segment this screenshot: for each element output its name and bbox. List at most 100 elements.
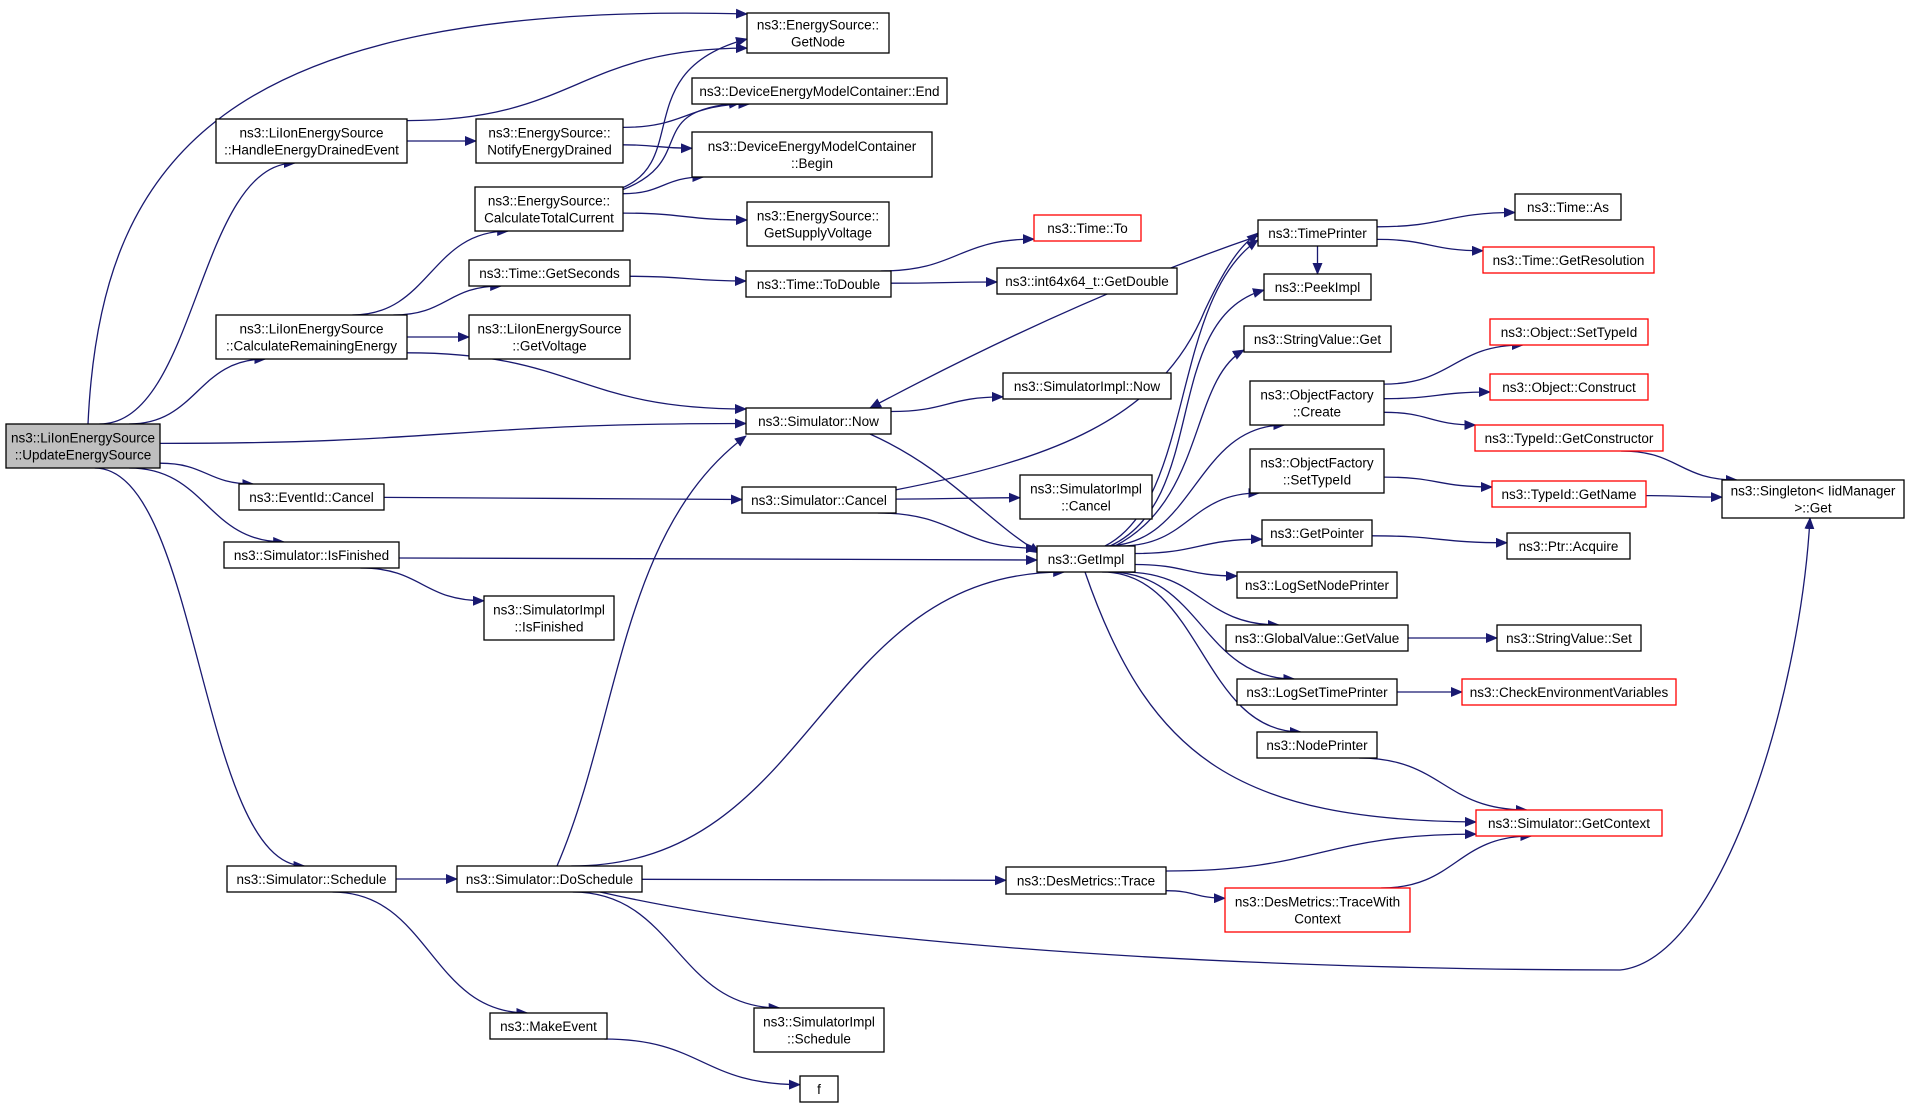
node-sim_doschedule[interactable]: ns3::Simulator::DoSchedule <box>456 865 643 893</box>
node-object_construct[interactable]: ns3::Object::Construct <box>1489 373 1649 401</box>
node-handle_energy_drained[interactable]: ns3::LiIonEnergySource::HandleEnergyDrai… <box>215 118 408 164</box>
edge-calc_remaining_energy-to-time_getseconds <box>393 281 503 316</box>
node-label-line: ns3::MakeEvent <box>500 1019 597 1034</box>
node-label-line: f <box>817 1082 821 1097</box>
node-simimpl_cancel[interactable]: ns3::SimulatorImpl::Cancel <box>1019 474 1153 520</box>
node-label-line: ::SetTypeId <box>1283 473 1351 488</box>
node-time_todouble[interactable]: ns3::Time::ToDouble <box>745 270 892 298</box>
node-sim_getcontext[interactable]: ns3::Simulator::GetContext <box>1475 809 1663 837</box>
node-simimpl_schedule[interactable]: ns3::SimulatorImpl::Schedule <box>753 1007 885 1053</box>
node-calc_total_current[interactable]: ns3::EnergySource::CalculateTotalCurrent <box>474 186 624 232</box>
node-sim_schedule[interactable]: ns3::Simulator::Schedule <box>226 865 397 893</box>
node-box <box>468 314 631 360</box>
node-globalvalue_getvalue[interactable]: ns3::GlobalValue::GetValue <box>1225 624 1409 652</box>
node-sim_now[interactable]: ns3::Simulator::Now <box>745 407 892 435</box>
node-f[interactable]: f <box>799 1075 839 1103</box>
node-demc_end[interactable]: ns3::DeviceEnergyModelContainer::End <box>691 77 948 105</box>
node-label-line: ns3::EnergySource:: <box>488 126 610 141</box>
node-update_energy_source[interactable]: ns3::LiIonEnergySource::UpdateEnergySour… <box>5 423 161 469</box>
node-es_getnode[interactable]: ns3::EnergySource::GetNode <box>746 12 890 54</box>
node-getimpl[interactable]: ns3::GetImpl <box>1036 545 1136 573</box>
node-box <box>238 483 385 511</box>
edge-desmetrics_trace-to-desmetrics_tracewith <box>1165 890 1226 904</box>
node-logsetnodeprinter[interactable]: ns3::LogSetNodePrinter <box>1236 571 1398 599</box>
node-label-line: ns3::Time::ToDouble <box>757 277 880 292</box>
edge-sim_cancel-to-getimpl <box>877 512 1038 554</box>
node-label-line: ns3::DesMetrics::TraceWith <box>1235 895 1400 910</box>
node-box <box>1489 318 1649 346</box>
node-box <box>468 259 631 287</box>
node-object_settypeid[interactable]: ns3::Object::SetTypeId <box>1489 318 1649 346</box>
node-time_to[interactable]: ns3::Time::To <box>1033 214 1142 242</box>
node-demc_begin[interactable]: ns3::DeviceEnergyModelContainer::Begin <box>691 131 933 178</box>
edge-update_energy_source-to-sim_schedule <box>94 467 306 871</box>
node-stringvalue_set[interactable]: ns3::StringValue::Set <box>1496 624 1642 652</box>
edge-sim_cancel-to-simimpl_cancel <box>895 492 1021 503</box>
node-time_getresolution[interactable]: ns3::Time::GetResolution <box>1482 246 1655 274</box>
edge-objectfactory_create-to-object_settypeid <box>1383 340 1524 385</box>
node-ptr_acquire[interactable]: ns3::Ptr::Acquire <box>1506 532 1631 560</box>
node-stringvalue_get[interactable]: ns3::StringValue::Get <box>1243 325 1392 353</box>
edge-getimpl-to-stringvalue_get <box>1114 349 1245 547</box>
node-box <box>746 201 890 247</box>
node-box <box>1002 372 1172 400</box>
node-box <box>1256 731 1378 759</box>
node-simimpl_now[interactable]: ns3::SimulatorImpl::Now <box>1002 372 1172 400</box>
node-objectfactory_create[interactable]: ns3::ObjectFactory::Create <box>1249 380 1385 426</box>
node-label-line: ns3::SimulatorImpl::Now <box>1014 379 1161 394</box>
node-label-line: ns3::Simulator::GetContext <box>1488 816 1650 831</box>
node-label-line: ns3::LiIonEnergySource <box>477 322 621 337</box>
node-sim_isfinished[interactable]: ns3::Simulator::IsFinished <box>223 541 400 569</box>
node-calc_remaining_energy[interactable]: ns3::LiIonEnergySource::CalculateRemaini… <box>215 314 408 360</box>
node-objectfactory_settypeid[interactable]: ns3::ObjectFactory::SetTypeId <box>1249 448 1385 494</box>
node-box <box>474 186 624 232</box>
node-box <box>1225 624 1409 652</box>
node-notify_energy_drained[interactable]: ns3::EnergySource::NotifyEnergyDrained <box>475 118 624 164</box>
node-timeprinter[interactable]: ns3::TimePrinter <box>1257 219 1378 247</box>
node-peekimpl[interactable]: ns3::PeekImpl <box>1263 273 1372 301</box>
edge-time_getseconds-to-time_todouble <box>629 275 747 286</box>
node-label-line: ns3::Simulator::Now <box>758 414 879 429</box>
node-box <box>996 267 1178 295</box>
node-liion_getvoltage[interactable]: ns3::LiIonEnergySource::GetVoltage <box>468 314 631 360</box>
node-time_getseconds[interactable]: ns3::Time::GetSeconds <box>468 259 631 287</box>
node-label-line: ns3::LiIonEnergySource <box>239 126 383 141</box>
edge-sim_isfinished-to-simimpl_isfinished <box>360 567 485 606</box>
node-box <box>489 1012 608 1040</box>
node-label-line: ::Cancel <box>1061 499 1111 514</box>
node-simimpl_isfinished[interactable]: ns3::SimulatorImpl::IsFinished <box>483 595 615 641</box>
node-getpointer[interactable]: ns3::GetPointer <box>1261 519 1373 547</box>
node-label-line: ns3::GetImpl <box>1048 552 1125 567</box>
node-sim_cancel[interactable]: ns3::Simulator::Cancel <box>741 486 897 514</box>
node-box <box>753 1007 885 1053</box>
edge-sim_doschedule-to-simimpl_schedule <box>572 891 781 1013</box>
node-label-line: ns3::Simulator::Schedule <box>236 872 386 887</box>
node-box <box>1475 809 1663 837</box>
node-nodeprinter[interactable]: ns3::NodePrinter <box>1256 731 1378 759</box>
edge-timeprinter-to-sim_now <box>869 235 1259 409</box>
edge-time_todouble-to-int64_getdouble <box>890 277 998 288</box>
node-logsettimeprinter[interactable]: ns3::LogSetTimePrinter <box>1236 678 1398 706</box>
node-box <box>745 407 892 435</box>
edge-desmetrics_tracewith-to-sim_getcontext <box>1381 831 1533 889</box>
node-box <box>226 865 397 893</box>
node-typeid_getconstructor[interactable]: ns3::TypeId::GetConstructor <box>1474 424 1664 452</box>
node-box <box>215 314 408 360</box>
edge-nodeprinter-to-sim_getcontext <box>1358 757 1528 815</box>
node-desmetrics_trace[interactable]: ns3::DesMetrics::Trace <box>1005 866 1167 895</box>
node-checkenvvars[interactable]: ns3::CheckEnvironmentVariables <box>1461 678 1677 706</box>
node-label-line: ns3::Singleton< IidManager <box>1731 484 1896 499</box>
node-box <box>456 865 643 893</box>
node-singleton_get[interactable]: ns3::Singleton< IidManager>::Get <box>1721 479 1905 519</box>
node-label-line: ns3::DeviceEnergyModelContainer::End <box>699 84 939 99</box>
node-typeid_getname[interactable]: ns3::TypeId::GetName <box>1491 480 1647 508</box>
node-eventid_cancel[interactable]: ns3::EventId::Cancel <box>238 483 385 511</box>
node-label-line: ns3::Simulator::IsFinished <box>234 548 389 563</box>
node-time_as[interactable]: ns3::Time::As <box>1514 193 1622 221</box>
node-label-line: ns3::DesMetrics::Trace <box>1017 874 1155 889</box>
node-es_getsupplyvoltage[interactable]: ns3::EnergySource::GetSupplyVoltage <box>746 201 890 247</box>
edge-calc_total_current-to-demc_end <box>621 98 741 191</box>
node-makeevent[interactable]: ns3::MakeEvent <box>489 1012 608 1040</box>
node-int64_getdouble[interactable]: ns3::int64x64_t::GetDouble <box>996 267 1178 295</box>
